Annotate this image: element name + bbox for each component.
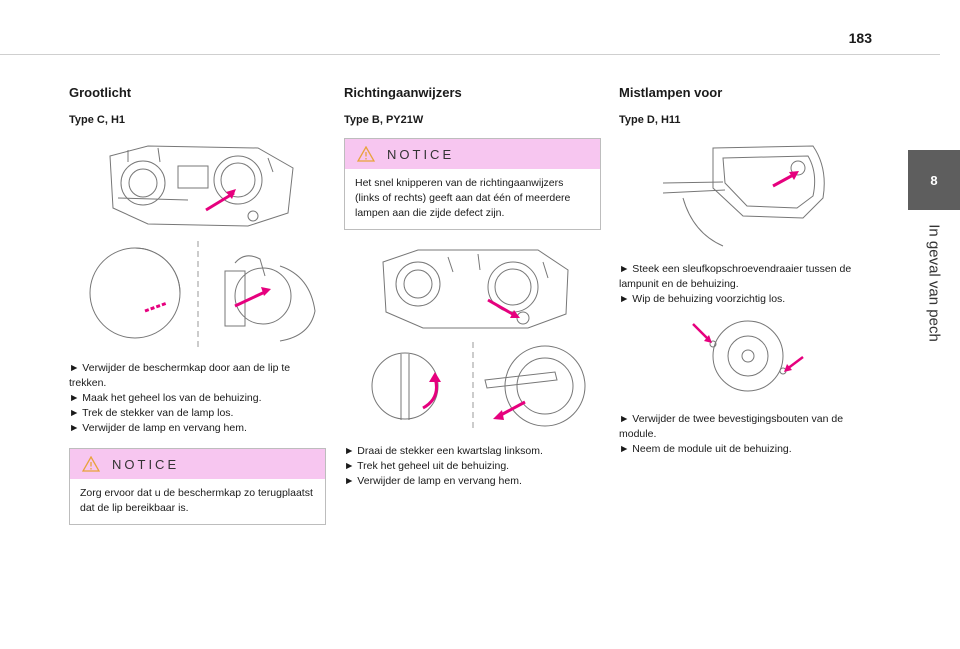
section-heading: Richtingaanwijzers [344,85,462,100]
steps-list: ► Verwijder de twee bevestigingsbouten v… [619,412,876,457]
foglamp-module-illustration [691,320,804,392]
notice-box: NOTICE Het snel knipperen van de richtin… [344,138,601,230]
step: ► Verwijder de lamp en vervang hem. [69,422,247,434]
section-heading: Grootlicht [69,85,132,100]
chapter-title-vertical: In geval van pech [910,215,958,350]
warning-triangle-icon [357,146,375,162]
notice-title: NOTICE [112,456,180,472]
notice-header: NOTICE [70,449,325,479]
step: ► Steek een sleufkopschroevendraaier tus… [619,263,852,290]
page-number: 183 [848,30,872,46]
notice-text: Zorg ervoor dat u de beschermkap zo teru… [80,487,313,514]
chapter-tab: 8 [908,150,960,210]
step: ► Wip de behuizing voorzichtig los. [619,293,786,305]
warning-triangle-icon [82,456,100,472]
notice-header: NOTICE [345,139,600,169]
chapter-title: In geval van pech [925,223,943,342]
section-grootlicht: Grootlicht Type C, H1 ► Verwijder de bes… [69,85,326,525]
step: ► Verwijder de lamp en vervang hem. [344,475,522,487]
steps-list: ► Verwijder de beschermkap door aan de l… [69,361,326,436]
step: ► Trek de stekker van de lamp los. [69,407,234,419]
notice-title: NOTICE [387,146,455,162]
step: ► Verwijder de beschermkap door aan de l… [69,362,291,389]
step: ► Neem de module uit de behuizing. [619,443,792,455]
step: ► Maak het geheel los van de behuizing. [69,392,262,404]
steps-list: ► Draai de stekker een kwartslag linksom… [344,444,601,489]
steps-list: ► Steek een sleufkopschroevendraaier tus… [619,262,876,307]
section-richtingaanwijzers: Richtingaanwijzers Type B, PY21W NOTICE … [344,85,601,489]
headlamp-rear-illustration [381,249,569,329]
notice-box: NOTICE Zorg ervoor dat u de beschermkap … [69,448,326,525]
section-heading: Mistlampen voor [619,85,723,100]
foglamp-housing-illustration [662,145,825,247]
lamp-type: Type C, H1 [69,114,126,126]
step: ► Verwijder de twee bevestigingsbouten v… [619,413,844,440]
lamp-type: Type B, PY21W [344,114,424,126]
headlamp-illustration [108,145,294,227]
lamp-type: Type D, H11 [619,114,681,126]
step: ► Draai de stekker een kwartslag linksom… [344,445,543,457]
bulb-socket-illustration [371,342,585,430]
bulb-cap-illustration [89,241,316,351]
notice-text: Het snel knipperen van de richtingaanwij… [355,177,571,219]
step: ► Trek het geheel uit de behuizing. [344,460,510,472]
header-rule [0,54,940,55]
section-mistlampen: Mistlampen voor Type D, H11 ► Steek een … [619,85,876,457]
